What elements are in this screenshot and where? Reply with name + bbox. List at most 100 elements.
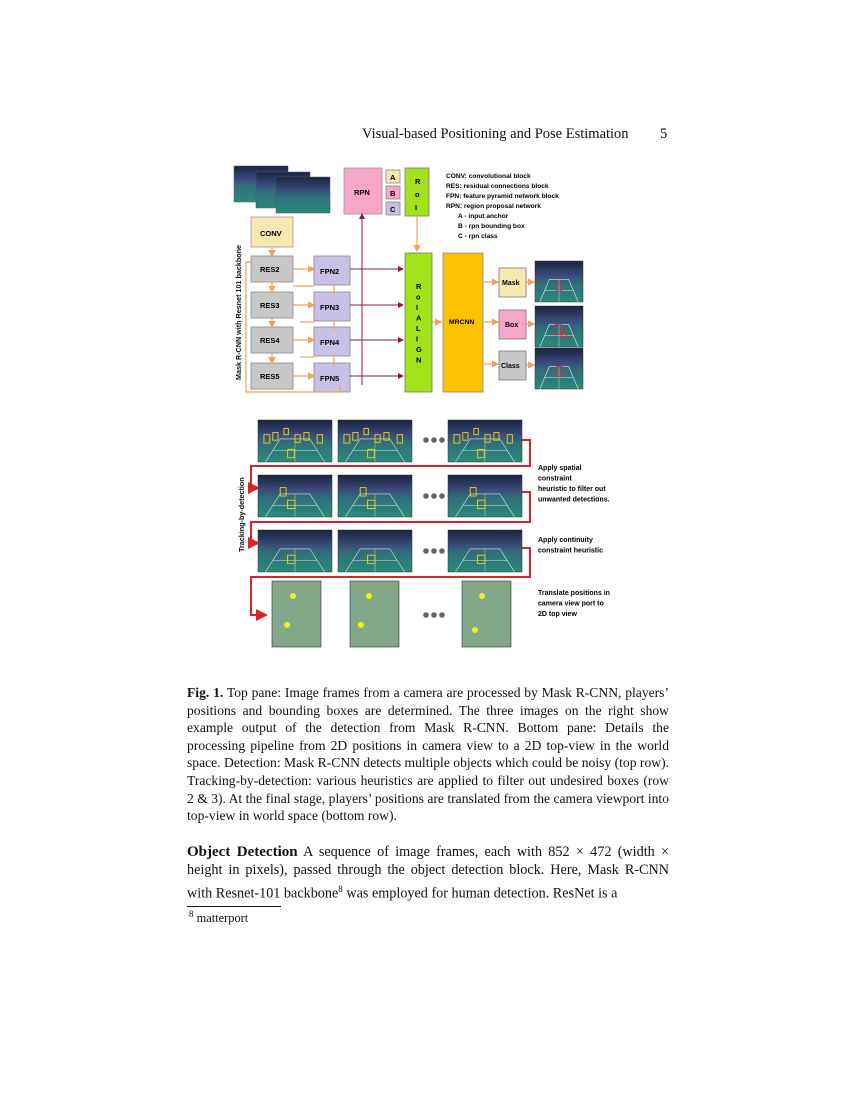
tracking-frame — [257, 419, 333, 463]
ellipsis-dot — [423, 493, 429, 499]
tracking-side-label: Tracking-by-detection — [237, 477, 246, 552]
top-view-panel — [349, 580, 400, 648]
backbone-connectors — [245, 247, 341, 393]
tracking-frames — [257, 419, 523, 648]
ellipsis-dot — [431, 437, 437, 443]
fpn-block — [313, 255, 351, 286]
player-position-dot — [472, 627, 478, 633]
output-image — [534, 305, 584, 348]
legend-line: C - rpn class — [458, 233, 498, 240]
tracking-note-line: Apply spatial — [538, 465, 582, 472]
tracking-note-line: heuristic to filter out — [538, 486, 606, 493]
mrcnn-label: MRCNN — [449, 319, 474, 326]
roialign-letter: o — [416, 293, 421, 302]
tracking-note-line: unwanted detections. — [538, 497, 610, 504]
ellipsis-dot — [439, 612, 445, 618]
tracking-frame — [257, 474, 333, 518]
mrcnn-block — [442, 252, 484, 393]
pipeline-path — [248, 439, 531, 621]
tracking-note-line: Translate positions in — [538, 590, 610, 597]
footnote-text: matterport — [196, 911, 249, 926]
ellipsis-dot — [423, 548, 429, 554]
res-block — [250, 255, 294, 283]
ellipsis-dot — [439, 548, 445, 554]
tracking-note-line: 2D top view — [538, 611, 577, 618]
rpn-label: RPN — [354, 188, 370, 197]
rpn-output-label: C — [390, 205, 396, 214]
conv-block — [250, 216, 294, 248]
tracking-frame — [257, 529, 333, 573]
rpn-output-box — [385, 201, 401, 216]
conv-label: CONV — [260, 229, 282, 238]
legend-line: RPN: region proposal network — [446, 203, 541, 210]
tracking-frame — [447, 474, 523, 518]
roi-letter: I — [415, 203, 417, 212]
player-position-dot — [479, 593, 485, 599]
section-heading: Object Detection — [187, 844, 298, 860]
fpn-label: FPN4 — [320, 338, 340, 347]
ellipsis-dot — [423, 437, 429, 443]
fpn-block — [313, 362, 351, 393]
body-text: A sequence of image frames, each with 85… — [187, 844, 670, 902]
page-number: 5 — [660, 126, 668, 142]
footnote: 8 matterport — [189, 909, 248, 926]
rpn-output-box — [385, 169, 401, 184]
legend-line: A - input anchor — [458, 213, 509, 220]
rpn-output-label: B — [390, 189, 396, 198]
figure-1: Mask R-CNN with Resnet 101 backbone CONV… — [233, 165, 610, 648]
res-label: RES3 — [260, 301, 280, 310]
footnote-rule — [187, 906, 281, 907]
footnote-mark: 8 — [189, 909, 194, 919]
tracking-frame — [337, 529, 413, 573]
box-output — [498, 309, 527, 340]
fpn-block — [313, 326, 351, 357]
mask-output — [498, 267, 527, 298]
fpn-label: FPN3 — [320, 303, 339, 312]
head-connectors — [413, 216, 536, 369]
player-position-dot — [366, 593, 372, 599]
input-frames — [233, 165, 331, 214]
mask-label: Mask — [502, 280, 520, 287]
rpn-outputs: ABC — [385, 169, 401, 216]
rpn-output-box — [385, 185, 401, 200]
res-label: RES4 — [260, 336, 280, 345]
res-label: RES2 — [260, 265, 280, 274]
ellipsis-dot — [431, 612, 437, 618]
tracking-frame — [447, 529, 523, 573]
roialign-letter: N — [416, 356, 421, 365]
caption-label: Fig. 1. — [187, 685, 224, 700]
roi-letter: R — [415, 177, 421, 186]
footnote-ref: 8 — [338, 883, 343, 894]
body-text-tail: was employed for human detection. ResNet… — [342, 885, 618, 902]
rpn-output-label: A — [390, 173, 396, 182]
legend-line: B - rpn bounding box — [458, 223, 525, 230]
tracking-notes: Apply spatial constraint heuristic to filt… — [538, 465, 610, 618]
output-example-images — [534, 260, 584, 390]
class-output — [498, 350, 527, 381]
roialign-letter: G — [416, 345, 422, 354]
tracking-note-line: camera view port to — [538, 601, 604, 608]
tracking-note-line: constraint — [538, 476, 573, 483]
body-paragraph: Object Detection A sequence of image fra… — [187, 843, 669, 903]
roi-letters: RoI — [415, 177, 421, 212]
tracking-frame — [447, 419, 523, 463]
legend-line: FPN: feature pyramid network block — [446, 193, 559, 200]
ellipsis-dot — [431, 548, 437, 554]
ellipsis-dot — [431, 493, 437, 499]
roialign-letter: L — [416, 324, 421, 333]
fpn-to-rpn-lines — [350, 213, 404, 385]
top-view-panel — [461, 580, 512, 648]
output-image — [534, 347, 584, 390]
caption-text: Top pane: Image frames from a camera are… — [187, 685, 669, 824]
ellipsis-dot — [439, 437, 445, 443]
running-title: Visual-based Positioning and Pose Estima… — [362, 126, 629, 142]
class-label: Class — [501, 363, 520, 370]
roialign-letter: A — [416, 314, 422, 323]
backbone-side-label: Mask R-CNN with Resnet 101 backbone — [234, 245, 243, 380]
tracking-note-line: constraint heuristic — [538, 548, 603, 555]
fpn-label: FPN2 — [320, 267, 339, 276]
tracking-frame — [337, 474, 413, 518]
